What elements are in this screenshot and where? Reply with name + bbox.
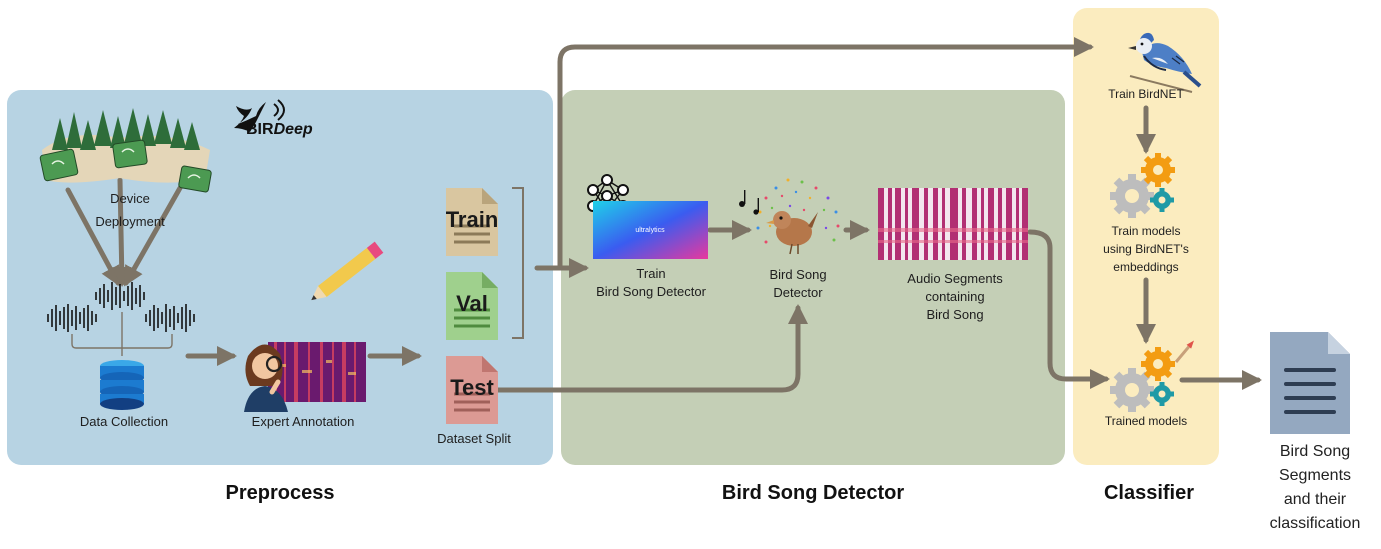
brush-icon	[1174, 340, 1194, 363]
jay-bird-icon	[1128, 32, 1202, 93]
label-output-line2: Segments	[1278, 467, 1352, 484]
waveform-connectors	[71, 312, 173, 356]
label-bird-song-detector: Bird Song Detector	[748, 266, 848, 302]
database-icon	[100, 360, 144, 410]
segments-spectrogram-icon	[878, 188, 1028, 260]
section-title-preprocess: Preprocess	[225, 482, 335, 504]
section-title-detector: Bird Song Detector	[721, 482, 905, 504]
label-bsd-line1: Bird Song	[769, 267, 827, 282]
label-train-birdnet: Train BirdNET	[1108, 87, 1184, 101]
particle-cloud	[756, 178, 840, 244]
arrows	[65, 37, 1262, 393]
waveform-icon	[47, 282, 195, 332]
arrow-device-1	[65, 187, 121, 287]
music-notes-icon	[739, 190, 759, 215]
document-icon-val	[446, 272, 498, 340]
label-train-detector-line1: Train	[636, 266, 666, 281]
label-train-models: Train models using BirdNET's embeddings	[1083, 222, 1209, 276]
section-title-classifier: Classifier	[1103, 482, 1195, 504]
ultralytics-label: ultralytics	[635, 227, 665, 234]
arrow-device-2	[111, 177, 132, 287]
spectrogram-icon	[268, 342, 366, 402]
label-device-line2: Deployment	[95, 214, 165, 229]
label-dataset-split: Dataset Split	[437, 431, 511, 446]
label-train-models-line2: using BirdNET's	[1103, 242, 1189, 256]
label-device-deployment: Device Deployment	[70, 190, 190, 231]
document-icon-train	[446, 188, 498, 256]
logo-part-1: BIR	[246, 121, 274, 138]
label-audio-line1: Audio Segments	[907, 271, 1003, 286]
yolo-banner-icon: ultralytics	[593, 201, 708, 259]
split-bracket	[512, 187, 524, 339]
gears-icon-trained	[1110, 347, 1175, 412]
label-train-models-line3: embeddings	[1113, 260, 1179, 274]
pencil-icon	[311, 241, 384, 301]
arrow-device-3	[123, 185, 183, 287]
bird-brain-icon	[756, 178, 840, 255]
split-label-val: Val	[456, 291, 488, 316]
logo-part-2: Deep	[273, 121, 313, 138]
label-audio-segments: Audio Segments containing Bird Song	[880, 270, 1030, 324]
detector-panel	[561, 90, 1065, 465]
label-audio-line2: containing	[925, 289, 985, 304]
label-output-line3: and their	[1283, 491, 1347, 508]
arrow-test-to-detector	[495, 304, 808, 393]
label-bsd-line2: Detector	[773, 285, 823, 300]
split-label-train: Train	[446, 207, 499, 232]
arrow-segments-to-models	[1027, 229, 1110, 389]
annotator-icon	[244, 344, 288, 412]
gears-icon-train	[1110, 153, 1175, 218]
split-label-test: Test	[450, 375, 494, 400]
label-data-collection: Data Collection	[79, 414, 169, 429]
label-train-detector: Train Bird Song Detector	[576, 265, 726, 301]
label-device-line1: Device	[110, 191, 150, 206]
label-output-line4: classification	[1269, 515, 1361, 532]
label-expert-annotation: Expert Annotation	[251, 414, 355, 429]
label-output: Bird Song Segments and their classificat…	[1250, 440, 1380, 536]
forest-device-icon	[39, 108, 212, 193]
label-train-models-line1: Train models	[1111, 224, 1181, 238]
document-icon-test	[446, 356, 498, 424]
label-audio-line3: Bird Song	[926, 307, 984, 322]
label-trained-models: Trained models	[1104, 414, 1188, 428]
label-output-line1: Bird Song	[1279, 443, 1351, 460]
document-icon-output	[1270, 332, 1350, 434]
label-train-detector-line2: Bird Song Detector	[596, 284, 706, 299]
arrow-to-birdnet	[557, 37, 1094, 271]
birdeep-logo-icon	[234, 99, 285, 132]
birdeep-logo-text: BIRDeep	[246, 121, 313, 139]
